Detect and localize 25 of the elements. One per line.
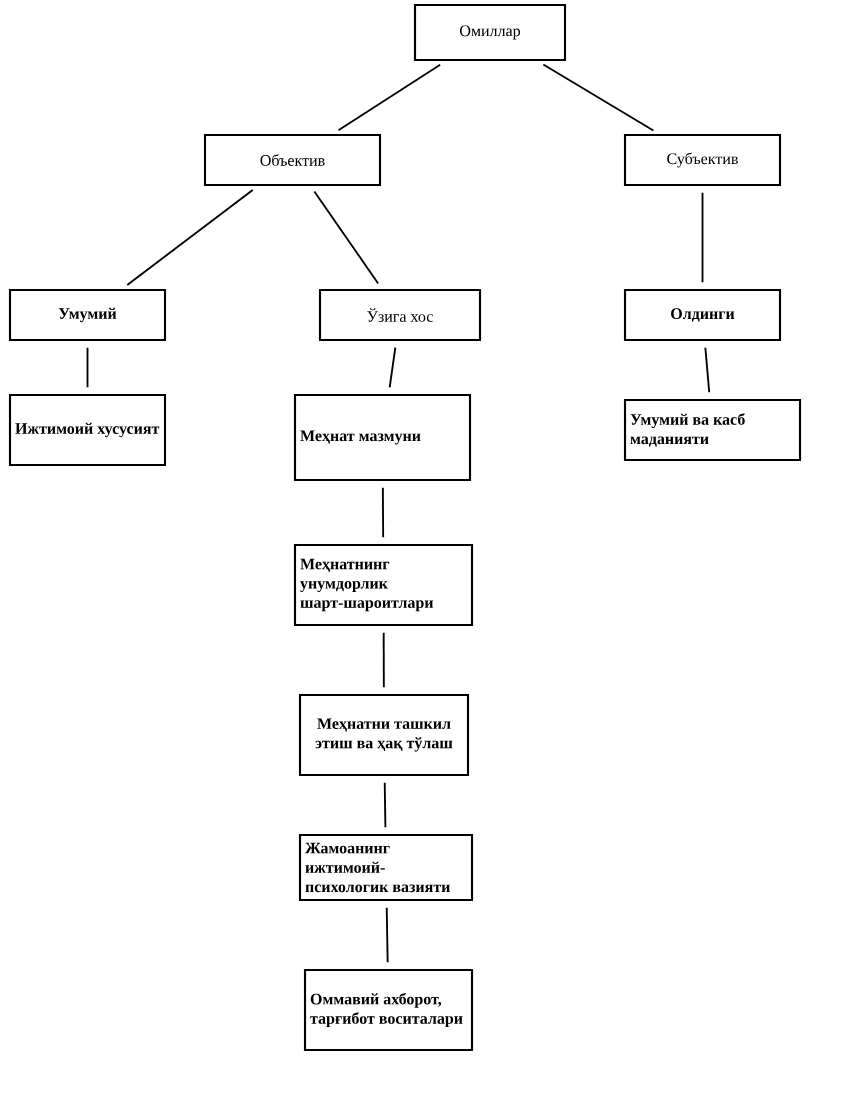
connector-line bbox=[388, 346, 397, 389]
text-box: Меҳнатнинг унумдорлик шарт-шароитлари bbox=[293, 543, 474, 627]
text-box: Меҳнатни ташкил этиш ва ҳақ тўлаш bbox=[298, 693, 470, 777]
text-box: Объектив bbox=[203, 133, 382, 187]
text-box: Умумий bbox=[8, 288, 167, 342]
text-box: Омиллар bbox=[413, 3, 567, 62]
text-box: Олдинги bbox=[623, 288, 782, 342]
text-box: Меҳнат мазмуни bbox=[293, 393, 472, 482]
connector-line bbox=[383, 781, 387, 829]
text-box: Оммавий ахборот, тарғибот воситалари bbox=[303, 968, 474, 1052]
connector-line bbox=[382, 631, 385, 689]
connector-line bbox=[381, 486, 385, 539]
text-box: Умумий ва касб маданияти bbox=[623, 398, 802, 462]
text-box: Ижтимоий хусусият bbox=[8, 393, 167, 467]
text-box: Ўзига хос bbox=[318, 288, 482, 342]
text-box: Жамоанинг ижтимоий-психологик вазияти bbox=[298, 833, 474, 902]
connector-line bbox=[86, 346, 89, 389]
text-box: Субъектив bbox=[623, 133, 782, 187]
connector-line bbox=[704, 346, 711, 394]
connector-line bbox=[701, 191, 704, 284]
connector-line bbox=[385, 906, 389, 964]
connector-line bbox=[337, 63, 442, 132]
connector-line bbox=[542, 63, 655, 132]
connector-line bbox=[313, 190, 380, 285]
connector-line bbox=[126, 189, 254, 286]
